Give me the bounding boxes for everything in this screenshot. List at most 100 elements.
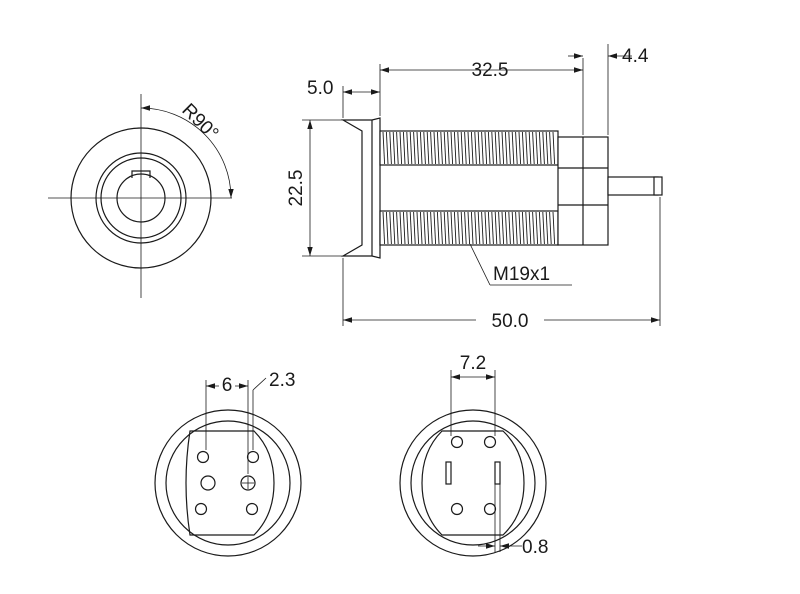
thread-line (447, 211, 450, 245)
thread-line (545, 211, 549, 245)
thread-line (406, 131, 409, 165)
thread-bottom (382, 211, 556, 245)
thread-line (515, 131, 518, 165)
thread-line (498, 211, 501, 245)
thread-line (460, 211, 464, 245)
thread-line (392, 131, 396, 165)
terminal-view-left: 6 2.3 (154, 370, 302, 557)
thread-line (549, 131, 552, 165)
thread-line (501, 131, 505, 165)
thread-line (474, 131, 477, 165)
thread-top (382, 131, 556, 165)
thread-line (481, 211, 484, 245)
thread-line (511, 211, 515, 245)
thread-line (521, 211, 525, 245)
thread-line (419, 131, 423, 165)
thread-line (477, 131, 481, 165)
thread-line (392, 211, 396, 245)
thread-line (382, 211, 386, 245)
thread-line (484, 131, 488, 165)
thread-line (508, 131, 511, 165)
thread-line (450, 131, 454, 165)
thread-line (494, 131, 498, 165)
thread-line (457, 131, 460, 165)
thread-line (453, 211, 457, 245)
thread-line (521, 131, 525, 165)
thread-line (385, 131, 389, 165)
thread-line (416, 131, 420, 165)
thread-line (481, 131, 484, 165)
thread-line (423, 131, 426, 165)
terminal-view-right: 7.2 0.8 (399, 350, 548, 558)
thread-line (515, 211, 518, 245)
thread-label: M19x1 (493, 264, 550, 285)
thread-line (413, 211, 416, 245)
thread-line (406, 211, 409, 245)
dim-0-8: 0.8 (522, 537, 548, 558)
dim-6: 6 (222, 375, 233, 396)
thread-line (440, 131, 443, 165)
dim-32-5: 32.5 (472, 60, 509, 81)
thread-line (399, 131, 403, 165)
thread-line (494, 211, 498, 245)
thread-line (528, 211, 532, 245)
dim-22-5: 22.5 (286, 170, 307, 207)
thread-line (552, 131, 556, 165)
thread-line (447, 131, 450, 165)
thread-line (470, 131, 474, 165)
thread-line (409, 131, 413, 165)
thread-line (436, 211, 440, 245)
thread-line (443, 131, 447, 165)
thread-line (477, 211, 481, 245)
thread-line (535, 131, 539, 165)
thread-line (538, 131, 542, 165)
thread-line (464, 211, 467, 245)
dim-4-4: 4.4 (622, 46, 649, 67)
thread-line (535, 211, 539, 245)
thread-line (525, 131, 528, 165)
thread-line (491, 131, 494, 165)
thread-line (440, 211, 443, 245)
thread-line (389, 131, 392, 165)
thread-line (501, 211, 505, 245)
thread-line (453, 131, 457, 165)
thread-line (416, 211, 420, 245)
thread-line (402, 131, 406, 165)
thread-line (457, 211, 460, 245)
dim-50-0: 50.0 (492, 311, 529, 332)
thread-line (396, 131, 399, 165)
thread-line (436, 131, 440, 165)
thread-line (511, 131, 515, 165)
front-view: R90° (48, 94, 234, 298)
r90-label: R90° (177, 100, 222, 145)
thread-line (450, 211, 454, 245)
thread-line (532, 211, 535, 245)
thread-line (413, 131, 416, 165)
thread-line (549, 211, 552, 245)
thread-line (382, 131, 386, 165)
thread-line (518, 211, 522, 245)
thread-line (552, 211, 556, 245)
thread-line (532, 131, 535, 165)
dim-7-2: 7.2 (460, 353, 486, 374)
thread-line (433, 131, 437, 165)
dim-5-0: 5.0 (307, 78, 333, 99)
thread-line (467, 211, 471, 245)
thread-line (542, 211, 545, 245)
thread-line (474, 211, 477, 245)
thread-line (419, 211, 423, 245)
thread-line (538, 211, 542, 245)
thread-line (508, 211, 511, 245)
thread-line (402, 211, 406, 245)
thread-line (504, 131, 508, 165)
thread-line (542, 131, 545, 165)
thread-line (491, 211, 494, 245)
dim-2-3: 2.3 (269, 370, 295, 391)
thread-line (423, 211, 426, 245)
thread-line (484, 211, 488, 245)
side-view: 5.0 32.5 4.4 22.5 M19x1 50.0 (286, 44, 663, 332)
thread-line (518, 131, 522, 165)
thread-line (460, 131, 464, 165)
thread-line (545, 131, 549, 165)
